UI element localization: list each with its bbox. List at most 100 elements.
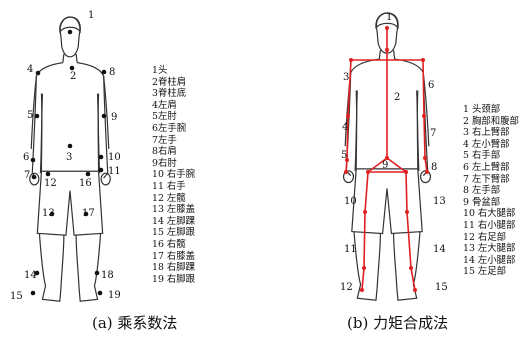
segment-joint: [423, 156, 427, 160]
left-leg-outline: [354, 232, 380, 301]
joint-point: [31, 158, 36, 163]
segment-joint: [344, 170, 348, 174]
legend-item: 17 右膝盖: [152, 251, 195, 263]
skeleton-segment: [406, 172, 407, 212]
segment-joint: [346, 114, 350, 118]
legend-item: 15 左脚跟: [152, 227, 195, 239]
joint-point: [70, 66, 75, 71]
joint-number: 13: [42, 208, 55, 219]
joint-point: [46, 172, 51, 177]
legend-item: 8 左手部: [463, 185, 519, 197]
segment-joint: [385, 26, 389, 30]
joint-point: [99, 168, 104, 173]
segment-number: 1: [386, 12, 392, 23]
legend-item: 7 左下臂部: [463, 174, 519, 186]
joint-point: [32, 175, 37, 180]
segment-number: 5: [341, 150, 347, 161]
segment-number: 13: [433, 196, 446, 207]
body-figure-b: 123456789101112131415: [265, 0, 455, 310]
joint-number: 10: [108, 152, 121, 163]
joint-point: [95, 271, 100, 276]
joint-point: [31, 291, 36, 296]
joint-number: 18: [101, 270, 114, 281]
segment-number: 15: [435, 282, 448, 293]
legend-item: 16 右髋: [152, 239, 195, 251]
legend-item: 12 右足部: [463, 232, 519, 244]
joint-number: 1: [88, 10, 94, 21]
segment-number: 10: [344, 196, 357, 207]
joint-number: 4: [27, 64, 33, 75]
legend-item: 3脊柱底: [152, 88, 195, 100]
joint-number: 14: [24, 270, 37, 281]
joint-point: [102, 70, 107, 75]
legend-item: 10 右大腿部: [463, 208, 519, 220]
joint-number: 17: [82, 208, 95, 219]
joint-point: [86, 172, 91, 177]
legend-item: 4 左小臂部: [463, 139, 519, 151]
skeleton-segment: [424, 116, 425, 158]
segment-number: 8: [431, 162, 437, 173]
segment-joint: [409, 266, 413, 270]
segment-joint: [385, 48, 389, 52]
legend-item: 12 左髋: [152, 193, 195, 205]
segment-joint: [360, 288, 364, 292]
joint-point: [68, 144, 73, 149]
legend-item: 5 右手部: [463, 150, 519, 162]
segment-number: 6: [428, 80, 434, 91]
legend-item: 10 右手腕: [152, 169, 195, 181]
panel-b: 123456789101112131415 1 头颈部2 胸部和腹部3 右上臂部…: [265, 0, 530, 337]
segment-joint: [363, 210, 367, 214]
joint-number: 2: [70, 71, 76, 82]
joint-number: 5: [27, 110, 33, 121]
legend-item: 11 右小腿部: [463, 220, 519, 232]
shorts-outline: [352, 169, 422, 234]
segment-joint: [413, 288, 417, 292]
segment-joint: [366, 170, 370, 174]
skeleton-segment: [365, 172, 368, 212]
left-leg-outline: [39, 233, 63, 301]
legend-item: 18 右脚踝: [152, 262, 195, 274]
head-outline: [60, 17, 80, 57]
segment-joint: [405, 210, 409, 214]
legend-item: 1头: [152, 65, 195, 77]
segment-joint: [404, 170, 408, 174]
joint-number: 3: [66, 152, 72, 163]
neck-outline: [63, 54, 77, 63]
joint-point: [99, 155, 104, 160]
legend-item: 14 左小腿部: [463, 255, 519, 267]
legend-item: 11 右手: [152, 181, 195, 193]
legend-item: 19 右脚跟: [152, 274, 195, 286]
legend-item: 7左手: [152, 135, 195, 147]
segment-joint: [421, 58, 425, 62]
segment-number: 14: [433, 244, 446, 255]
legend-item: 15 左足部: [463, 266, 519, 278]
segment-joint: [349, 58, 353, 62]
segment-joint: [425, 170, 429, 174]
joint-point: [68, 30, 73, 35]
legend-item: 14 左脚踝: [152, 216, 195, 228]
legend-item: 4左肩: [152, 100, 195, 112]
joint-number: 7: [24, 170, 30, 181]
legend-item: 9右肘: [152, 158, 195, 170]
joint-point: [36, 71, 41, 76]
joint-number: 9: [111, 112, 117, 123]
hair-outline: [60, 17, 81, 32]
joint-number: 15: [10, 291, 23, 302]
joint-point: [98, 291, 103, 296]
legend-item: 3 右上臂部: [463, 127, 519, 139]
segment-number: 3: [343, 72, 349, 83]
caption-a: (a) 乘系数法: [92, 312, 177, 333]
joint-number: 11: [108, 166, 121, 177]
legend-item: 8右肩: [152, 146, 195, 158]
joint-number: 6: [23, 152, 29, 163]
joint-number: 16: [79, 178, 92, 189]
segment-number: 4: [342, 122, 348, 133]
caption-b: (b) 力矩合成法: [347, 312, 448, 333]
right-leg-outline: [76, 233, 100, 301]
legend-item: 5左肘: [152, 111, 195, 123]
skeleton-segment: [387, 158, 406, 172]
legend-item: 6左手腕: [152, 123, 195, 135]
